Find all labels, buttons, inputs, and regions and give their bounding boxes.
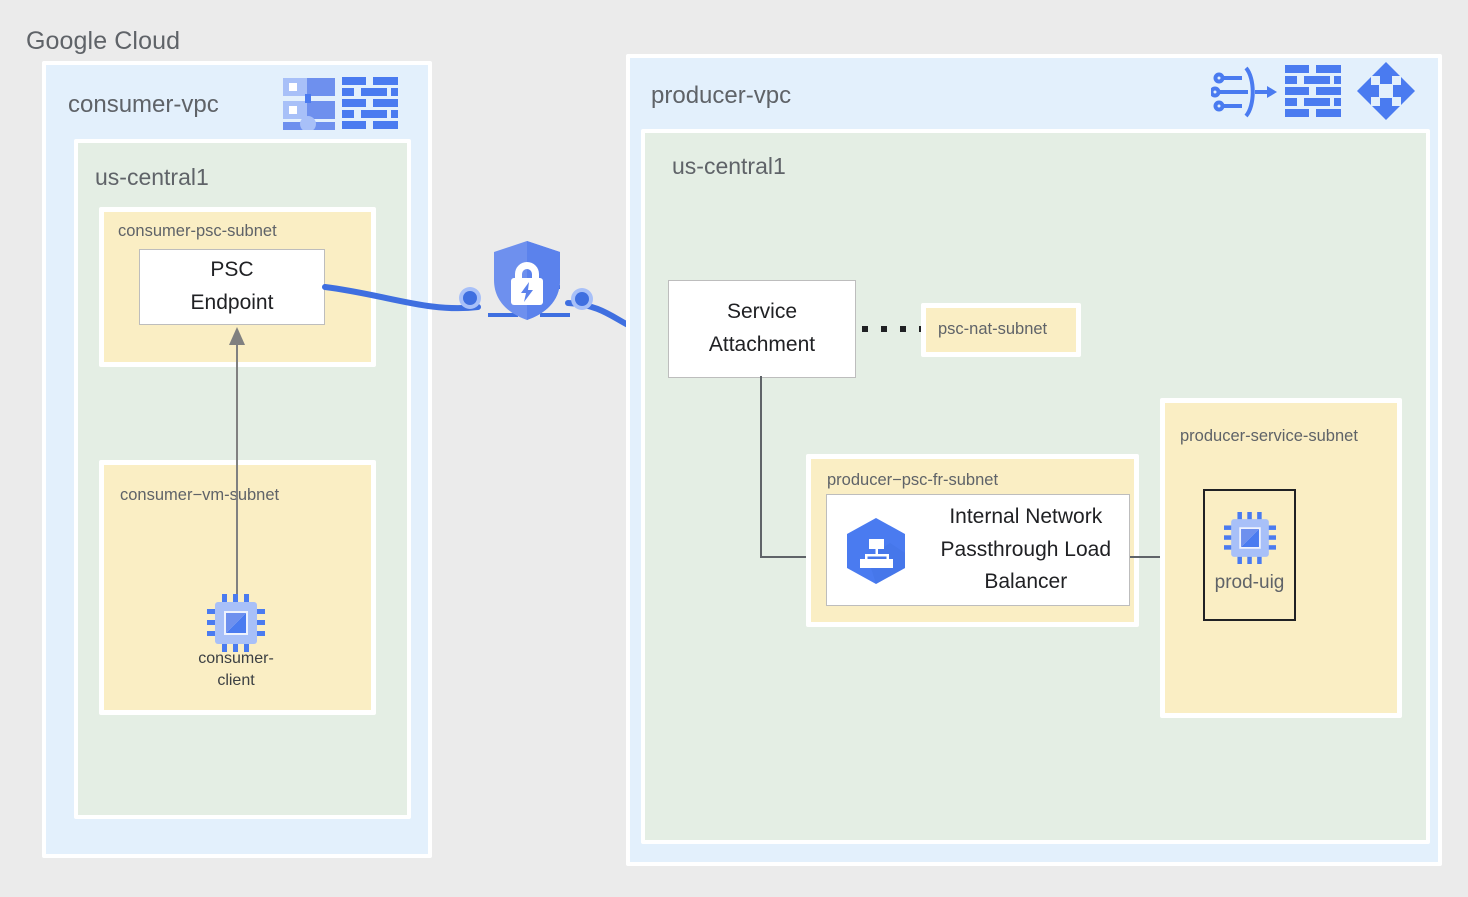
psc-endpoint-line1: PSC <box>210 258 254 282</box>
subnet-psc-nat-subnet[interactable] <box>921 303 1081 357</box>
node-psc-endpoint[interactable]: PSC Endpoint <box>139 249 325 325</box>
private-service-connect-shield-icon[interactable] <box>492 240 562 322</box>
consumer-vpc-label: consumer-vpc <box>68 91 219 118</box>
subnet-consumer-psc-subnet-label: consumer-psc-subnet <box>118 222 277 240</box>
connection-node-right <box>571 288 593 310</box>
node-service-attachment[interactable]: Service Attachment <box>668 280 856 378</box>
subnet-consumer-vm-subnet-label: consumer−vm-subnet <box>120 486 280 504</box>
consumer-client-line2: client <box>217 671 255 689</box>
service-attachment-icon <box>1211 64 1277 120</box>
node-internal-load-balancer[interactable]: Internal Network Passthrough Load Balanc… <box>826 494 1130 606</box>
vm-instance-group-icon <box>1223 512 1276 564</box>
producer-vpc-label: producer-vpc <box>651 82 792 109</box>
prod-uig-label: prod-uig <box>1214 572 1285 593</box>
page-title: Google Cloud <box>26 27 181 55</box>
producer-region-label: us-central1 <box>672 153 786 179</box>
consumer-client-label: consumer- client <box>156 648 316 691</box>
subnet-producer-service-subnet-label: producer-service-subnet <box>1180 427 1358 445</box>
service-attachment-line2: Attachment <box>708 333 816 356</box>
connection-node-left <box>459 287 481 309</box>
internal-load-balancer-hexagon-icon <box>838 513 914 589</box>
subnet-icon-producer <box>1285 64 1341 118</box>
ilb-line3: Balancer <box>984 570 1068 594</box>
subnet-psc-nat-subnet-label: psc-nat-subnet <box>938 320 1048 338</box>
ilb-line1: Internal Network <box>949 505 1103 529</box>
subnet-producer-psc-fr-subnet-label: producer−psc-fr-subnet <box>827 471 999 489</box>
consumer-region-label: us-central1 <box>95 164 209 190</box>
node-prod-uig[interactable]: prod-uig <box>1203 489 1296 621</box>
vpc-network-icon <box>283 76 335 130</box>
load-balancer-icon <box>1357 62 1415 120</box>
psc-endpoint-line2: Endpoint <box>190 291 274 314</box>
subnet-icon <box>342 76 398 130</box>
consumer-client-line1: consumer- <box>198 650 274 667</box>
vm-instance-icon-consumer-client[interactable] <box>207 594 265 652</box>
ilb-line2: Passthrough Load <box>940 537 1111 561</box>
service-attachment-line1: Service <box>726 300 797 324</box>
